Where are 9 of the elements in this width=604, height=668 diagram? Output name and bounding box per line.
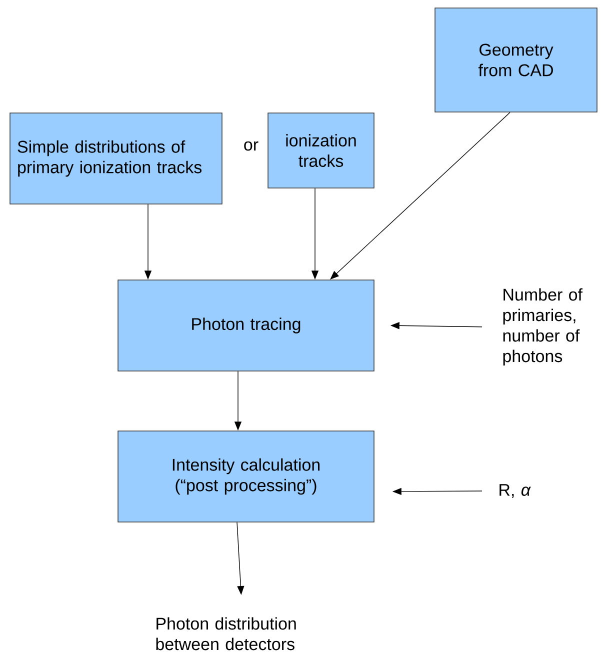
connector-word: or [244, 141, 258, 151]
process-box: Intensity calculation (“post processing”) [118, 430, 374, 522]
input-text: Photon distribution between detectors [156, 617, 296, 650]
input-text: R, α [500, 484, 531, 498]
process-box: ionization tracks [268, 112, 374, 188]
process-box: Photon tracing [118, 280, 374, 372]
process-box: Simple distributions of primary ionization tracks [10, 112, 222, 204]
input-text: Number of primaries, number of photons [503, 288, 583, 366]
process-box: Geometry from CAD [434, 8, 598, 112]
